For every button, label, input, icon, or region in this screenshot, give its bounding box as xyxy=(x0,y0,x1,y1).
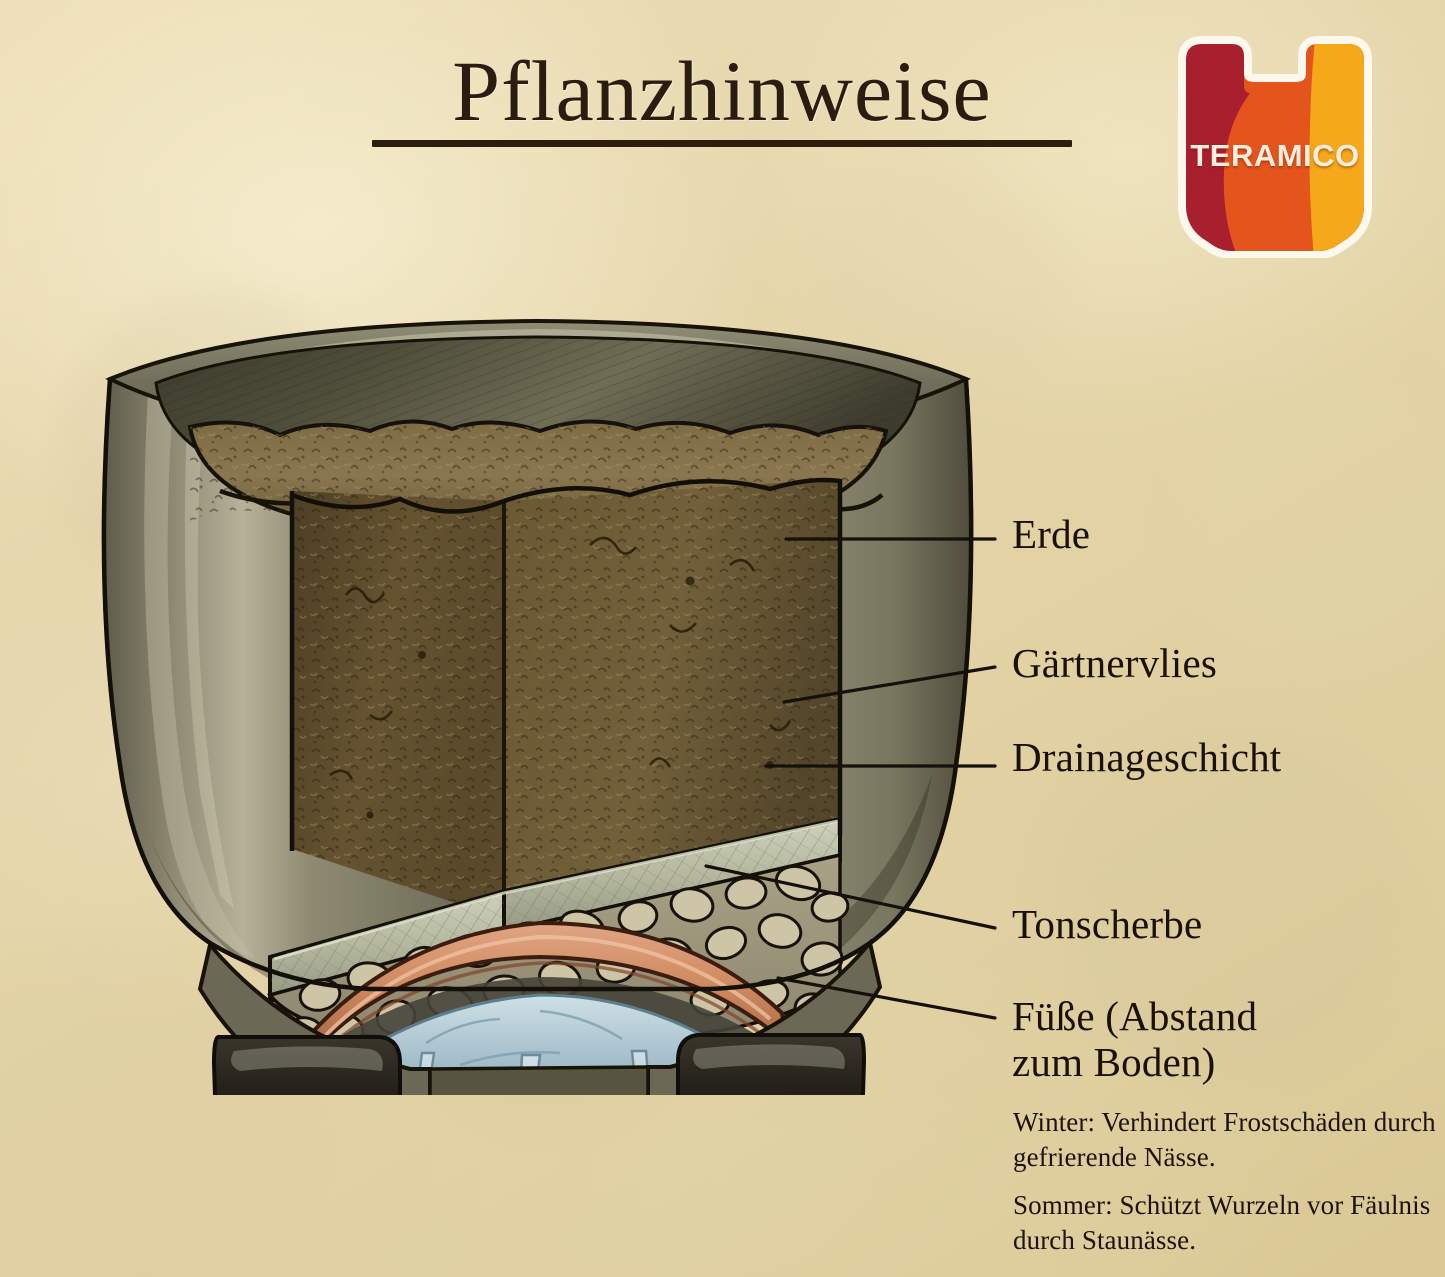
teramico-logo[interactable]: TERAMICO xyxy=(1168,30,1382,259)
callout-label-tonscherbe: Tonscherbe xyxy=(1012,901,1203,947)
callout-label-fuesse: Füße (Abstand zum Boden) xyxy=(1012,993,1258,1085)
gaertnervlies-layer xyxy=(268,816,842,1004)
planter-diagram-svg xyxy=(101,318,974,1277)
note-winter: Winter: Verhindert Frostschäden durch ge… xyxy=(1013,1107,1436,1172)
note-sommer: Sommer: Schützt Wurzeln vor Fäulnis durc… xyxy=(1013,1190,1431,1255)
page-title: Pflanzhinweise xyxy=(452,43,992,139)
planter-cross-section-illustration xyxy=(70,295,1010,1277)
soil-cross-section xyxy=(290,477,842,919)
title-block: Pflanzhinweise xyxy=(372,43,1072,147)
pot-foot-left xyxy=(211,1035,402,1158)
title-underline-rule xyxy=(372,139,1072,147)
logo-mark-icon xyxy=(1178,36,1372,259)
callout-label-erde: Erde xyxy=(1012,511,1091,557)
pot-foot-right xyxy=(676,1033,867,1156)
callout-label-drainageschicht: Drainageschicht xyxy=(1012,734,1282,780)
callout-label-gaertnervlies: Gärtnervlies xyxy=(1012,640,1218,686)
